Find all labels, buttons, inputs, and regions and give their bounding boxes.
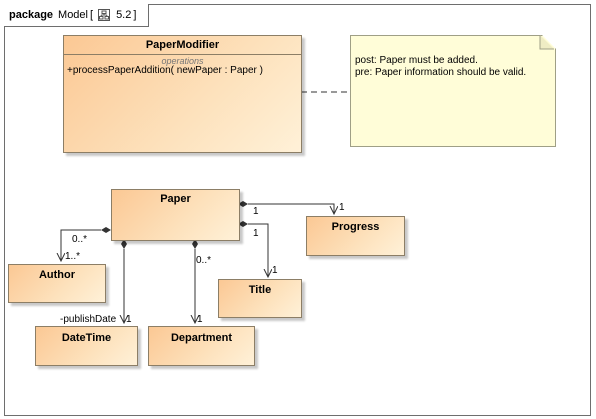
- class-name-paper-modifier: PaperModifier: [145, 39, 220, 51]
- diagram-icon: [98, 9, 111, 21]
- operations-label: operations: [161, 56, 204, 66]
- class-paper[interactable]: Paper: [111, 189, 240, 241]
- operation-process-paper-addition: +processPaperAddition( newPaper : Paper …: [67, 65, 263, 76]
- class-paper-modifier[interactable]: PaperModifier operations +processPaperAd…: [63, 35, 302, 153]
- mult-paper-department-source: 0..*: [196, 255, 212, 266]
- class-progress[interactable]: Progress: [306, 216, 405, 256]
- class-title[interactable]: Title: [218, 279, 302, 318]
- class-department[interactable]: Department: [148, 326, 255, 366]
- assoc-paper-title: [248, 223, 268, 277]
- package-keyword: package: [9, 9, 54, 21]
- note-postcondition: post: Paper must be added.: [355, 55, 478, 66]
- note-precondition: pre: Paper information should be valid.: [355, 67, 527, 78]
- compartment-divider: [64, 54, 301, 55]
- composition-diamond-title: [238, 221, 248, 227]
- composition-diamond-author: [101, 227, 111, 233]
- mult-paper-progress-source: 1: [253, 206, 259, 217]
- package-name: Model: [58, 9, 88, 21]
- composition-diamond-progress: [238, 201, 248, 207]
- class-name-paper: Paper: [160, 193, 191, 205]
- class-name-author: Author: [38, 269, 76, 281]
- mult-paper-datetime-target: 1: [126, 314, 132, 325]
- assoc-paper-author: [61, 229, 101, 261]
- package-version: 5.2: [116, 9, 132, 21]
- mult-paper-progress-target: 1: [339, 202, 345, 213]
- bracket-close: ]: [133, 9, 137, 21]
- composition-diamond-datetime: [121, 239, 127, 249]
- class-datetime[interactable]: DateTime: [35, 326, 138, 366]
- class-name-datetime: DateTime: [61, 332, 112, 344]
- mult-paper-title-target: 1: [272, 265, 278, 276]
- constraint-note[interactable]: post: Paper must be added. pre: Paper in…: [350, 35, 556, 147]
- mult-paper-department-target: 1: [197, 314, 203, 325]
- mult-paper-author-target: 1..*: [65, 251, 81, 262]
- composition-diamond-department: [192, 239, 198, 249]
- package-tab: package Model [ 5.2 ]: [4, 4, 150, 27]
- role-publish-date: -publishDate: [60, 314, 117, 325]
- mult-paper-title-source: 1: [253, 228, 259, 239]
- class-name-department: Department: [170, 332, 233, 344]
- bracket-open: [: [90, 9, 94, 21]
- class-author[interactable]: Author: [8, 264, 106, 303]
- class-name-progress: Progress: [331, 221, 380, 233]
- assoc-paper-progress: [248, 203, 334, 214]
- class-name-title: Title: [248, 284, 272, 296]
- mult-paper-author-source: 0..*: [72, 234, 88, 245]
